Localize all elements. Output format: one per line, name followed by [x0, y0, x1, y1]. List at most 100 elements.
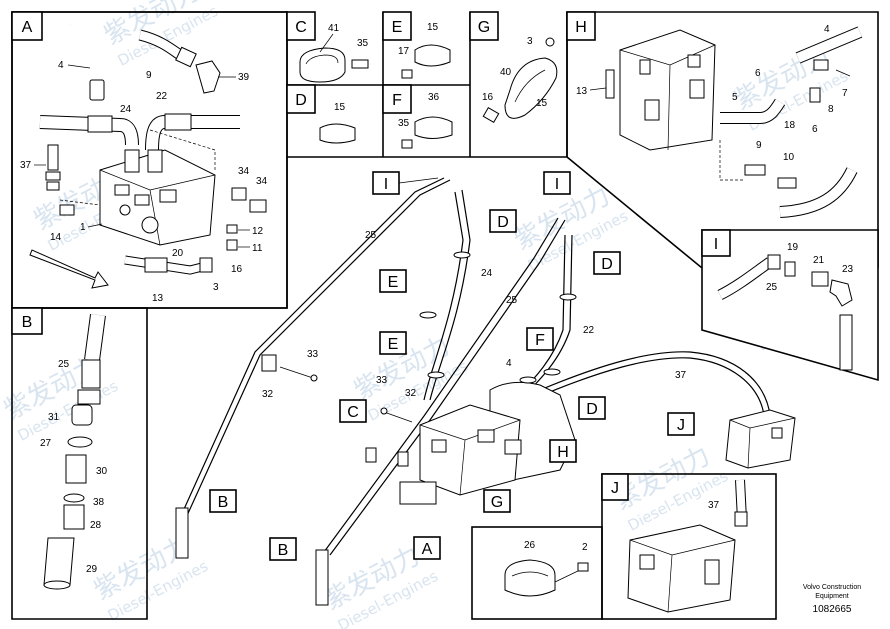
part-number: 25 — [766, 282, 778, 293]
part-number: 26 — [524, 540, 536, 551]
part-number: 20 — [172, 248, 184, 259]
drawing-number: 1082665 — [813, 604, 852, 615]
part-number: 22 — [156, 91, 168, 102]
part-number: 25 — [506, 295, 518, 306]
part-number: 13 — [152, 293, 164, 304]
panel-label-a: A — [22, 19, 33, 36]
footer-company: Volvo Construction — [803, 584, 861, 591]
panel-c-drawing: 41 35 — [299, 23, 369, 83]
callout-d: D — [586, 401, 598, 418]
part-number: 37 — [708, 500, 720, 511]
part-number: 1 — [80, 222, 86, 233]
part-number: 8 — [828, 104, 834, 115]
main-labels: 25 24 25 22 4 37 33 32 33 32 — [262, 230, 687, 400]
part-number: 34 — [238, 166, 250, 177]
panel-e-drawing: 15 17 — [398, 22, 451, 79]
part-number: 4 — [824, 24, 830, 35]
part-number: 11 — [252, 243, 263, 254]
callout-f: F — [535, 332, 545, 349]
part-number: 10 — [783, 152, 795, 163]
part-number: 3 — [527, 36, 533, 47]
panel-j-frame — [601, 473, 777, 620]
panel-i-drawing: 19 21 23 25 — [717, 242, 854, 371]
part-number: 4 — [58, 60, 64, 71]
part-number: 29 — [86, 564, 98, 575]
part-number: 22 — [583, 325, 595, 336]
callout-j: J — [677, 417, 685, 434]
part-number: 6 — [755, 68, 761, 79]
part-number: 32 — [262, 389, 274, 400]
panel-label-h: H — [575, 19, 587, 36]
part-number: 37 — [20, 160, 32, 171]
part-number: 33 — [376, 375, 388, 386]
part-number: 37 — [675, 370, 687, 381]
panel-i-frame — [701, 229, 879, 382]
footer-company-sub: Equipment — [815, 593, 849, 600]
panel-a-labels: 4 9 39 24 22 37 34 34 1 14 12 11 16 20 3… — [20, 60, 268, 304]
part-number: 23 — [842, 264, 854, 275]
callout-b: B — [278, 542, 289, 559]
part-number: 9 — [146, 70, 152, 81]
main-callouts: I I D D E E F C H G A B B J D — [209, 171, 695, 561]
part-number: 38 — [93, 497, 105, 508]
callout-a: A — [422, 541, 433, 558]
part-number: 7 — [842, 88, 848, 99]
part-number: 31 — [48, 412, 60, 423]
part-number: 19 — [787, 242, 799, 253]
part-number: 6 — [812, 124, 818, 135]
panel-d-drawing: 15 — [319, 102, 356, 144]
footer: Volvo Construction Equipment 1082665 — [803, 584, 861, 615]
panel-f-drawing: 36 35 — [398, 92, 453, 149]
panel-label-j: J — [611, 480, 619, 497]
panel-b-drawing: 25 31 27 30 38 28 29 — [40, 313, 108, 590]
callout-b: B — [218, 494, 229, 511]
panel-label-f: F — [392, 92, 402, 109]
callout-c: C — [347, 404, 359, 421]
callout-i: I — [384, 176, 388, 193]
panel-g-drawing: 3 40 16 15 — [482, 36, 558, 124]
part-number: 32 — [405, 388, 417, 399]
part-number: 5 — [732, 92, 738, 103]
part-number: 9 — [756, 140, 762, 151]
part-number: 35 — [357, 38, 369, 49]
callout-e: E — [388, 336, 399, 353]
part-number: 34 — [256, 176, 268, 187]
part-number: 24 — [120, 104, 132, 115]
part-number: 15 — [334, 102, 346, 113]
part-number: 21 — [813, 255, 825, 266]
callout-e: E — [388, 274, 399, 291]
part-number: 14 — [50, 232, 62, 243]
panel-label-i: I — [714, 236, 718, 253]
part-number: 25 — [365, 230, 377, 241]
part-number: 41 — [328, 23, 340, 34]
panel-label-g: G — [478, 19, 490, 36]
panel-label-b: B — [22, 314, 33, 331]
callout-d: D — [601, 256, 613, 273]
part-number: 36 — [428, 92, 440, 103]
part-number: 30 — [96, 466, 108, 477]
panel-clamp-drawing: 26 2 — [504, 540, 589, 597]
part-number: 25 — [58, 359, 70, 370]
callout-i: I — [555, 176, 559, 193]
panel-h-drawing: 4 13 6 5 7 8 18 6 9 10 — [576, 24, 863, 218]
panel-a-frame — [11, 11, 288, 309]
panel-a-drawing — [29, 23, 267, 289]
part-number: 15 — [427, 22, 439, 33]
part-number: 35 — [398, 118, 410, 129]
part-number: 27 — [40, 438, 52, 449]
panel-letter-boxes: A C D E F G H I B J — [11, 11, 731, 501]
part-number: 13 — [576, 86, 588, 97]
part-number: 33 — [307, 349, 319, 360]
panel-label-e: E — [392, 19, 403, 36]
part-number: 12 — [252, 226, 264, 237]
part-number: 3 — [213, 282, 219, 293]
panel-label-d: D — [295, 92, 307, 109]
part-number: 18 — [784, 120, 796, 131]
panel-b-frame — [11, 307, 148, 620]
part-number: 28 — [90, 520, 102, 531]
callout-h: H — [557, 444, 569, 461]
callout-g: G — [491, 494, 503, 511]
part-number: 16 — [231, 264, 243, 275]
part-number: 2 — [582, 542, 588, 553]
